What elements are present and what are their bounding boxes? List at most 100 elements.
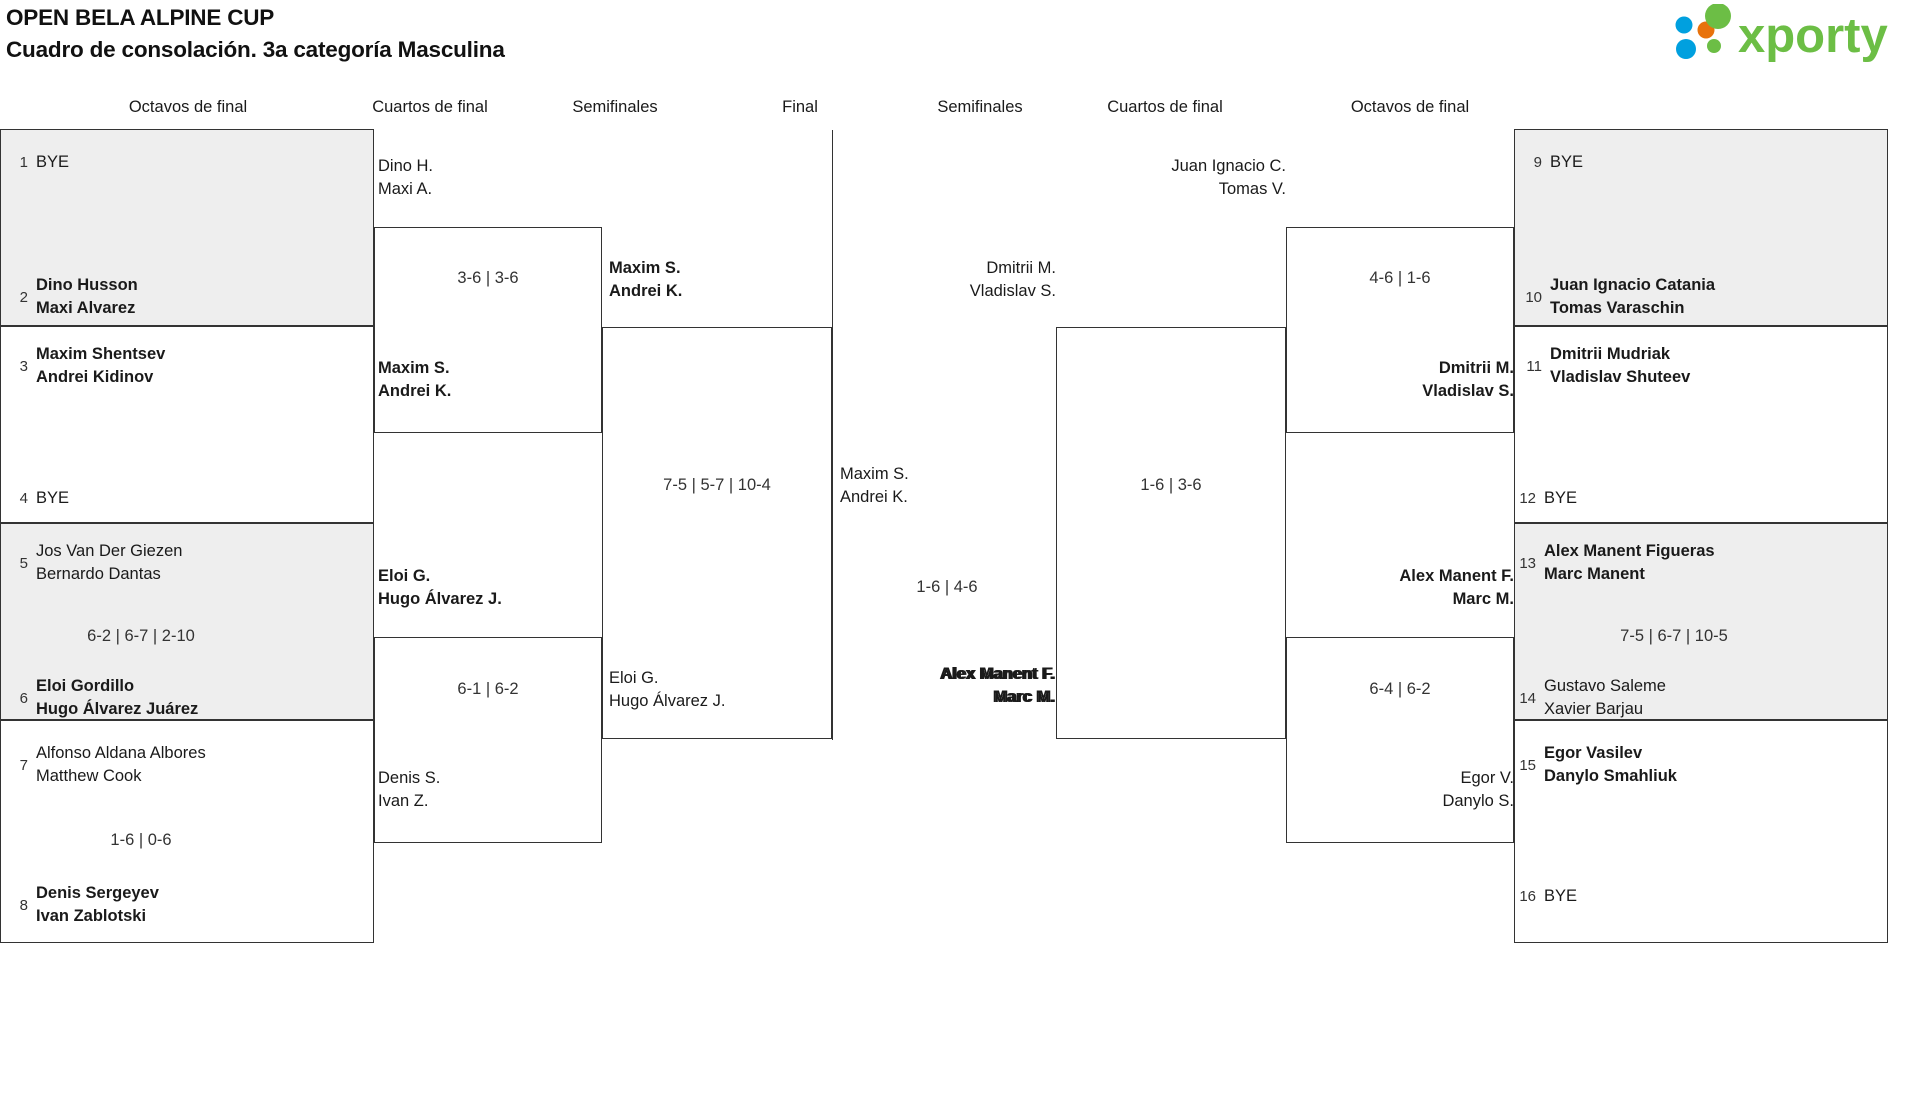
seed-entry-4[interactable]: 4 BYE [6, 489, 69, 508]
sf-team-right-1[interactable]: Dmitrii M. Vladislav S. [969, 259, 1056, 300]
seed-entry-2[interactable]: 2 Dino Husson Maxi Alvarez [6, 274, 138, 320]
round-header-octavos-left: Octavos de final [128, 98, 248, 116]
seed-number: 16 [1519, 888, 1536, 905]
bye-label: BYE [36, 489, 70, 507]
seed-entry-7[interactable]: 7 Alfonso Aldana Albores Matthew Cook [6, 742, 206, 788]
final-team-right[interactable]: Alex Manent F. Marc M. [939, 665, 1054, 706]
xporty-logo: xporty [1662, 4, 1912, 66]
score-left-r16-4: 1-6 | 0-6 [110, 831, 172, 849]
seed-number: 8 [19, 896, 28, 914]
qf-team-right-1[interactable]: Juan Ignacio C. Tomas V. [1171, 157, 1286, 198]
round-header-final: Final [782, 98, 818, 116]
page-header: OPEN BELA ALPINE CUP Cuadro de consolaci… [0, 0, 1920, 96]
seed-entry-6[interactable]: 6 Eloi Gordillo Hugo Álvarez Juárez [6, 675, 199, 721]
match-box-right-r16-1[interactable] [1514, 129, 1888, 326]
qf-team-left-3[interactable]: Eloi G. Hugo Álvarez J. [378, 567, 502, 608]
bye-label: BYE [1550, 153, 1584, 171]
qf-team-left-4[interactable]: Denis S. Ivan Z. [378, 769, 441, 810]
seed-number: 13 [1519, 554, 1536, 572]
score-right-qf-2: 6-4 | 6-2 [1369, 680, 1431, 698]
seed-entry-9[interactable]: 9 BYE [1520, 153, 1583, 172]
logo-wordmark: xporty [1738, 9, 1888, 63]
match-box-left-r16-4[interactable] [0, 720, 374, 943]
qf-team-left-1[interactable]: Dino H. Maxi A. [378, 157, 434, 198]
sf-team-left-2[interactable]: Eloi G. Hugo Álvarez J. [609, 669, 726, 710]
score-left-qf-1: 3-6 | 3-6 [457, 269, 519, 287]
score-left-qf-2: 6-1 | 6-2 [457, 680, 519, 698]
player-names: Denis Sergeyev Ivan Zablotski [36, 884, 159, 925]
match-box-left-qf-2[interactable] [374, 637, 602, 843]
seed-entry-11[interactable]: 11 Dmitrii Mudriak Vladislav Shuteev [1520, 343, 1690, 389]
seed-entry-16[interactable]: 16 BYE [1514, 887, 1577, 906]
round-header-cuartos-right: Cuartos de final [1107, 98, 1223, 116]
player-names: Egor Vasilev Danylo Smahliuk [1544, 744, 1677, 785]
match-box-left-sf[interactable] [602, 327, 832, 739]
match-box-right-qf-2[interactable] [1286, 637, 1514, 843]
player-names: Dmitrii Mudriak Vladislav Shuteev [1550, 345, 1691, 386]
round-header-semifinales-right: Semifinales [937, 98, 1023, 116]
sf-team-left-1[interactable]: Maxim S. Andrei K. [609, 259, 683, 300]
round-header-octavos-right: Octavos de final [1350, 98, 1470, 116]
match-box-right-r16-2[interactable] [1514, 326, 1888, 523]
seed-entry-12[interactable]: 12 BYE [1514, 489, 1577, 508]
match-box-left-r16-1[interactable] [0, 129, 374, 326]
seed-entry-1[interactable]: 1 BYE [6, 153, 69, 172]
seed-number: 3 [19, 357, 28, 375]
logo-dot-blue-top [1675, 16, 1693, 34]
seed-number: 10 [1525, 288, 1542, 306]
seed-entry-8[interactable]: 8 Denis Sergeyev Ivan Zablotski [6, 882, 159, 928]
qf-team-right-4[interactable]: Egor V. Danylo S. [1442, 769, 1514, 810]
final-team-left[interactable]: Maxim S. Andrei K. [840, 465, 909, 506]
logo-dot-green-small [1707, 39, 1721, 53]
sf-team-right-2[interactable]: Alex Manent F. Marc M. [941, 665, 1056, 706]
match-box-right-r16-4[interactable] [1514, 720, 1888, 943]
bye-label: BYE [36, 153, 70, 171]
score-left-sf: 7-5 | 5-7 | 10-4 [663, 476, 771, 494]
seed-number: 14 [1519, 689, 1536, 707]
seed-number: 2 [19, 288, 28, 306]
qf-team-right-3[interactable]: Alex Manent F. Marc M. [1399, 567, 1514, 608]
score-right-qf-1: 4-6 | 1-6 [1369, 269, 1431, 287]
player-names: Gustavo Saleme Xavier Barjau [1544, 677, 1666, 718]
seed-number: 6 [19, 689, 28, 707]
match-box-right-sf[interactable] [1056, 327, 1286, 739]
seed-entry-15[interactable]: 15 Egor Vasilev Danylo Smahliuk [1514, 742, 1677, 788]
seed-number: 12 [1519, 490, 1536, 507]
seed-entry-10[interactable]: 10 Juan Ignacio Catania Tomas Varaschin [1520, 274, 1715, 320]
title-block: OPEN BELA ALPINE CUP Cuadro de consolaci… [6, 2, 505, 66]
seed-number: 9 [1533, 154, 1542, 171]
score-left-r16-3: 6-2 | 6-7 | 2-10 [87, 627, 195, 645]
match-box-left-r16-2[interactable] [0, 326, 374, 523]
bye-label: BYE [1544, 489, 1578, 507]
seed-number: 5 [19, 554, 28, 572]
player-names: Eloi Gordillo Hugo Álvarez Juárez [36, 677, 199, 718]
player-names: Alfonso Aldana Albores Matthew Cook [36, 744, 206, 785]
logo-dot-green-large [1705, 4, 1731, 29]
seed-number: 11 [1526, 357, 1542, 375]
tournament-title: OPEN BELA ALPINE CUP [6, 5, 275, 30]
qf-team-right-2[interactable]: Dmitrii M. Vladislav S. [1422, 359, 1514, 400]
bye-label: BYE [1544, 887, 1578, 905]
seed-number: 7 [19, 756, 28, 774]
round-header-cuartos-left: Cuartos de final [372, 98, 488, 116]
final-divider [832, 130, 833, 740]
player-names: Jos Van Der Giezen Bernardo Dantas [36, 542, 183, 583]
match-box-left-r16-3[interactable] [0, 523, 374, 720]
seed-entry-13[interactable]: 13 Alex Manent Figueras Marc Manent [1514, 540, 1715, 586]
player-names: Juan Ignacio Catania Tomas Varaschin [1550, 276, 1716, 317]
player-names: Alex Manent Figueras Marc Manent [1544, 542, 1715, 583]
match-box-left-qf-1[interactable] [374, 227, 602, 433]
qf-team-left-2[interactable]: Maxim S. Andrei K. [378, 359, 452, 400]
score-right-r16-3: 7-5 | 6-7 | 10-5 [1620, 627, 1728, 645]
player-names: Maxim Shentsev Andrei Kidinov [36, 345, 166, 386]
bracket-subtitle: Cuadro de consolación. 3a categoría Masc… [6, 37, 505, 62]
player-names: Dino Husson Maxi Alvarez [36, 276, 138, 317]
seed-entry-5[interactable]: 5 Jos Van Der Giezen Bernardo Dantas [6, 540, 183, 586]
seed-number: 1 [19, 154, 28, 171]
seed-entry-14[interactable]: 14 Gustavo Saleme Xavier Barjau [1514, 675, 1666, 721]
score-final: 1-6 | 4-6 [916, 578, 978, 596]
match-box-right-r16-3[interactable] [1514, 523, 1888, 720]
seed-number: 4 [19, 490, 28, 507]
match-box-right-qf-1[interactable] [1286, 227, 1514, 433]
seed-entry-3[interactable]: 3 Maxim Shentsev Andrei Kidinov [6, 343, 166, 389]
